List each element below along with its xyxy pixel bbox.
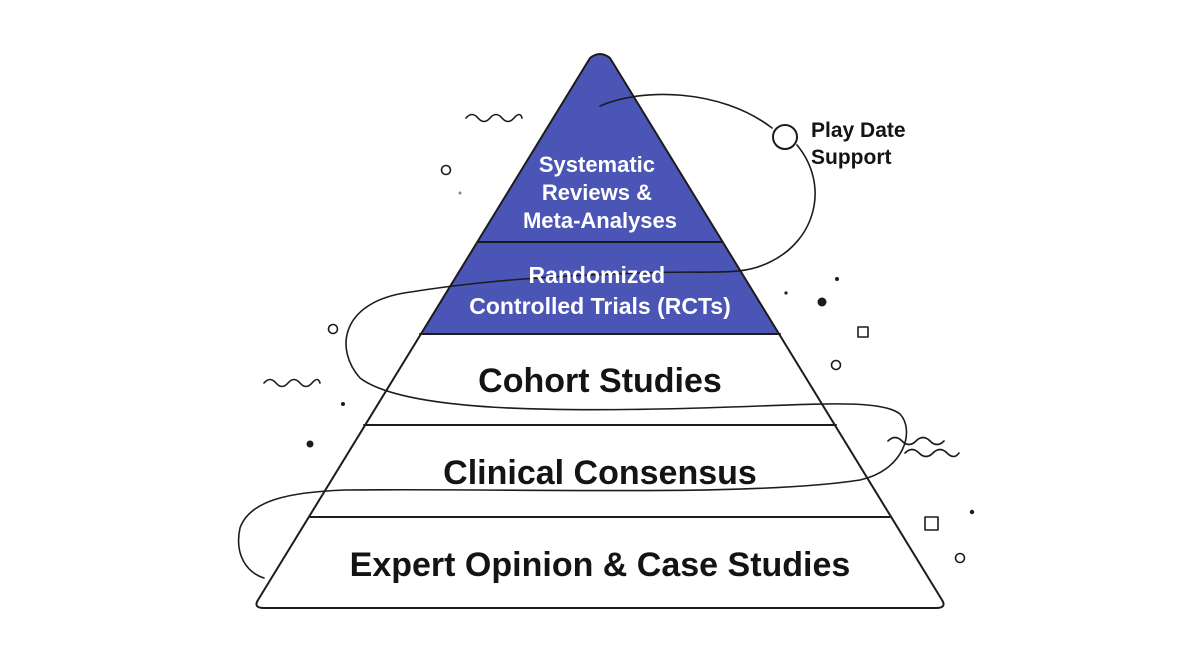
square-decoration — [924, 516, 939, 531]
squiggle-decoration — [904, 448, 960, 458]
callout-label-line-1: Play Date — [811, 119, 906, 142]
tier-1-label-line-3: Meta-Analyses — [523, 208, 677, 233]
ring-decoration — [954, 552, 966, 564]
tier-2-label-line-1: Randomized — [528, 262, 665, 288]
callout-label: Play Date Support — [811, 119, 911, 169]
tier-labels: Systematic Reviews & Meta-Analyses Rando… — [350, 152, 851, 584]
tier-4-label: Clinical Consensus — [443, 454, 757, 492]
callout-label-line-2: Support — [811, 146, 891, 169]
tier-2-label: Randomized Controlled Trials (RCTs) — [469, 262, 731, 319]
dot-decoration — [458, 191, 462, 195]
pyramid — [255, 53, 945, 609]
squiggle-decoration — [465, 113, 523, 123]
squiggle-decoration — [887, 436, 945, 446]
tier-5-label: Expert Opinion & Case Studies — [350, 546, 851, 584]
tier-1-label-line-2: Reviews & — [542, 180, 652, 205]
ring-decoration — [327, 323, 339, 335]
flowing-loop-line — [237, 144, 908, 579]
dot-decoration — [817, 297, 827, 307]
dot-decoration — [969, 509, 975, 515]
tier-2-label-line-2: Controlled Trials (RCTs) — [469, 293, 731, 319]
ring-decoration — [440, 164, 452, 176]
flow-lines — [237, 93, 908, 579]
tier-3-label: Cohort Studies — [478, 362, 722, 400]
pyramid-outline — [255, 53, 945, 609]
pyramid-tier-5-fill — [256, 517, 944, 608]
dot-decoration — [784, 291, 788, 295]
pyramid-tier-1-fill — [478, 54, 722, 242]
squiggle-decoration — [263, 378, 321, 388]
tier-1-label-line-1: Systematic — [539, 152, 655, 177]
decorations — [263, 113, 975, 564]
dot-decoration — [341, 402, 345, 406]
tier-1-label: Systematic Reviews & Meta-Analyses — [523, 152, 677, 233]
dot-decoration — [835, 277, 839, 281]
pyramid-tier-3-fill — [364, 334, 836, 425]
pyramid-tier-2-fill — [420, 242, 780, 334]
ring-decoration — [830, 359, 842, 371]
pyramid-tier-4-fill — [310, 425, 890, 517]
dot-decoration — [306, 440, 314, 448]
square-decoration — [857, 326, 869, 338]
callout-node-icon — [772, 124, 798, 150]
connector-line — [599, 93, 773, 129]
